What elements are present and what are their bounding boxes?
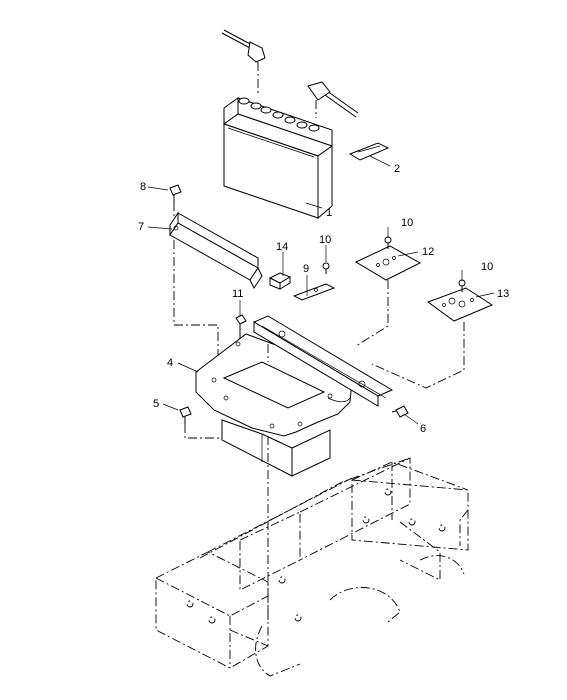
bolt-6 — [391, 405, 409, 418]
callout-13: 13 — [497, 288, 509, 300]
callout-2: 2 — [394, 163, 400, 175]
battery-tray — [195, 315, 394, 477]
callout-11: 11 — [232, 288, 243, 300]
callout-14: 14 — [276, 241, 288, 253]
battery — [222, 97, 334, 220]
screw-10-center — [322, 262, 330, 274]
battery-cell-caps — [238, 97, 320, 132]
callout-10-plate13: 10 — [481, 261, 493, 273]
plate-9 — [292, 283, 336, 301]
spacer-14 — [268, 272, 292, 290]
cover-plate-13 — [371, 287, 494, 389]
callout-4: 4 — [167, 357, 173, 369]
callout-10-plate12: 10 — [401, 217, 413, 229]
battery-strap — [348, 142, 390, 161]
callout-5: 5 — [153, 398, 159, 410]
callout-12: 12 — [422, 246, 434, 258]
negative-cable — [221, 29, 266, 95]
callout-9: 9 — [303, 263, 309, 275]
callout-6: 6 — [420, 423, 426, 435]
callout-10-center: 10 — [319, 234, 331, 246]
cover-plate-12 — [354, 245, 422, 347]
battery-clamp-bracket — [169, 211, 263, 392]
callout-8: 8 — [140, 181, 146, 193]
callout-7: 7 — [138, 221, 144, 233]
callouts: 1 2 8 7 14 9 10 10 12 10 13 11 4 5 6 — [138, 163, 509, 435]
chassis-frame — [155, 457, 469, 677]
positive-cable — [307, 81, 359, 118]
bolt-5 — [179, 406, 222, 439]
callout-1: 1 — [326, 207, 332, 219]
leader-lines — [147, 155, 495, 425]
